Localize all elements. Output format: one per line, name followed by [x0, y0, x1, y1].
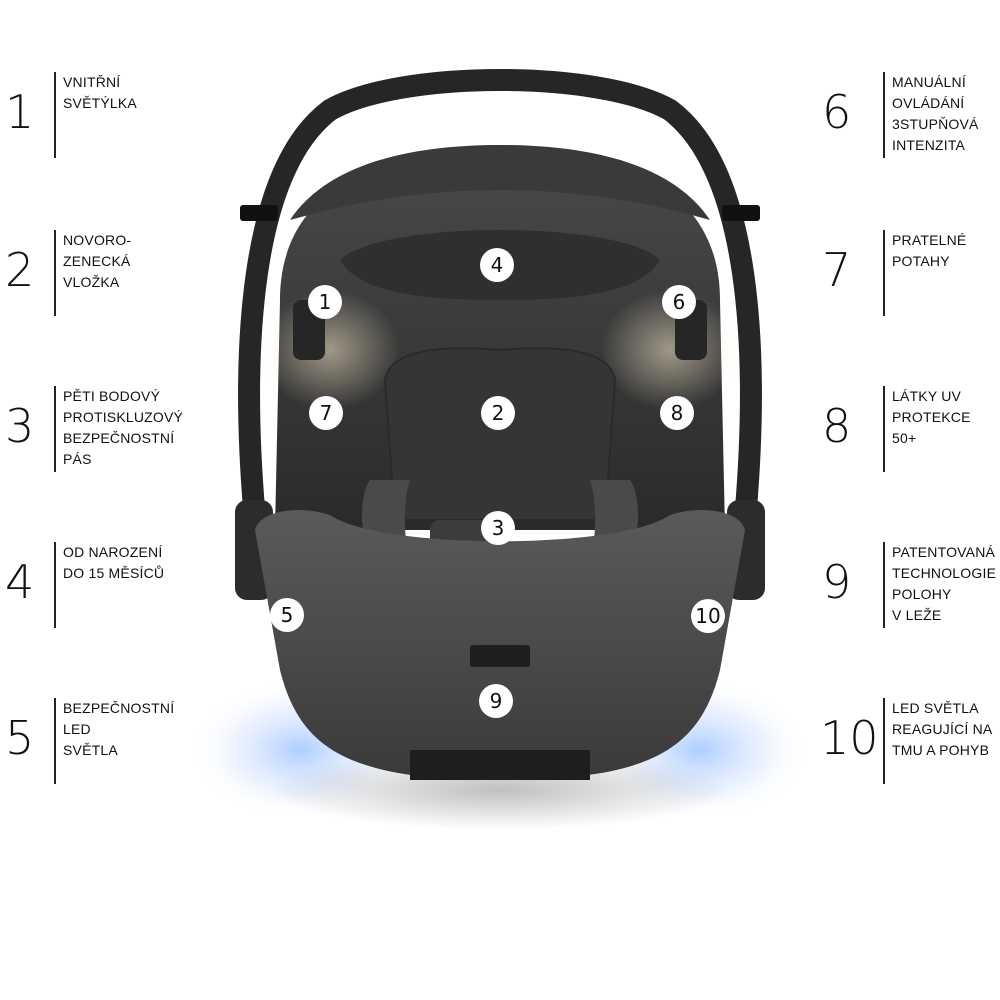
- feature-text: VNITŘNÍ SVĚTÝLKA: [63, 74, 137, 111]
- feature-2: 2 NOVORO- ZENECKÁ VLOŽKA: [5, 230, 195, 316]
- canopy: [290, 145, 710, 220]
- svg-text:6: 6: [673, 290, 686, 314]
- divider: [883, 386, 885, 472]
- handle-strap-right: [722, 205, 760, 221]
- feature-number: 3: [5, 399, 35, 453]
- feature-8: 8 LÁTKY UV PROTEKCE 50+: [822, 386, 1000, 472]
- carry-handle: [238, 69, 762, 531]
- svg-text:1: 1: [319, 290, 332, 314]
- feature-text: OD NAROZENÍ DO 15 MĚSÍCŮ: [63, 544, 165, 581]
- divider: [54, 386, 56, 472]
- seat-base: [410, 750, 590, 780]
- divider: [883, 542, 885, 628]
- marker-5: 5: [270, 598, 304, 632]
- svg-text:2: 2: [492, 401, 505, 425]
- marker-10: 10: [691, 599, 725, 633]
- feature-text: PATENTOVANÁ TECHNOLOGIE POLOHY V LEŽE: [892, 544, 997, 623]
- feature-number: 10: [820, 711, 879, 765]
- svg-text:5: 5: [281, 603, 294, 627]
- feature-number: 6: [822, 85, 852, 139]
- feature-9: 9 PATENTOVANÁ TECHNOLOGIE POLOHY V LEŽE: [822, 542, 1000, 628]
- marker-2: 2: [481, 396, 515, 430]
- marker-4: 4: [480, 248, 514, 282]
- svg-text:3: 3: [492, 516, 505, 540]
- feature-number: 4: [5, 555, 35, 609]
- svg-text:4: 4: [491, 253, 504, 277]
- feature-3: 3 PĚTI BODOVÝ PROTISKLUZOVÝ BEZPEČNOSTNÍ…: [5, 386, 195, 472]
- feature-text: BEZPEČNOSTNÍ LED SVĚTLA: [63, 700, 175, 758]
- car-seat-illustration: britax römer 1 2 3 4 5 6: [180, 50, 820, 880]
- feature-number: 9: [822, 555, 852, 609]
- divider: [54, 230, 56, 316]
- marker-6: 6: [662, 285, 696, 319]
- newborn-insert: [383, 347, 617, 521]
- feature-number: 5: [5, 711, 35, 765]
- feature-number: 8: [822, 399, 852, 453]
- feature-7: 7 PRATELNÉ POTAHY: [822, 230, 1000, 316]
- car-seat-image: britax römer 1 2 3 4 5 6: [190, 69, 810, 830]
- marker-1: 1: [308, 285, 342, 319]
- svg-text:7: 7: [320, 401, 333, 425]
- front-handle-tab: [470, 645, 530, 667]
- marker-9: 9: [479, 684, 513, 718]
- marker-7: 7: [309, 396, 343, 430]
- feature-10: 10 LED SVĚTLA REAGUJÍCÍ NA TMU A POHYB: [820, 698, 1000, 784]
- feature-text: NOVORO- ZENECKÁ VLOŽKA: [63, 232, 132, 290]
- feature-text: MANUÁLNÍ OVLÁDÁNÍ 3STUPŇOVÁ INTENZITA: [892, 74, 979, 153]
- svg-text:9: 9: [490, 689, 503, 713]
- divider: [54, 698, 56, 784]
- divider: [883, 698, 885, 784]
- feature-text: LÁTKY UV PROTEKCE 50+: [892, 388, 971, 446]
- svg-text:8: 8: [671, 401, 684, 425]
- feature-6: 6 MANUÁLNÍ OVLÁDÁNÍ 3STUPŇOVÁ INTENZITA: [822, 72, 1000, 158]
- feature-text: PĚTI BODOVÝ PROTISKLUZOVÝ BEZPEČNOSTNÍ P…: [63, 388, 184, 467]
- divider: [883, 72, 885, 158]
- marker-3: 3: [481, 511, 515, 545]
- feature-number: 1: [5, 85, 35, 139]
- divider: [883, 230, 885, 316]
- feature-number: 2: [5, 243, 35, 297]
- feature-5: 5 BEZPEČNOSTNÍ LED SVĚTLA: [5, 698, 195, 784]
- divider: [54, 72, 56, 158]
- feature-4: 4 OD NAROZENÍ DO 15 MĚSÍCŮ: [5, 542, 195, 628]
- feature-1: 1 VNITŘNÍ SVĚTÝLKA: [5, 72, 195, 158]
- feature-text: PRATELNÉ POTAHY: [892, 232, 967, 269]
- handle-strap-left: [240, 205, 278, 221]
- marker-8: 8: [660, 396, 694, 430]
- svg-text:10: 10: [695, 604, 720, 628]
- divider: [54, 542, 56, 628]
- feature-number: 7: [822, 243, 852, 297]
- feature-text: LED SVĚTLA REAGUJÍCÍ NA TMU A POHYB: [892, 700, 993, 758]
